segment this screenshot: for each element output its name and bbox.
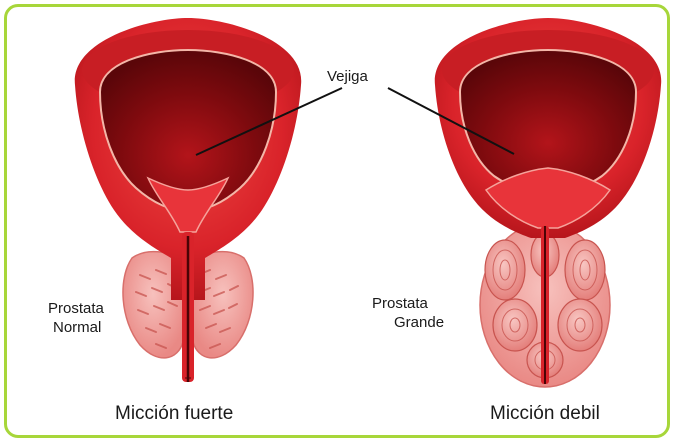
weak-flow-label: Micción debil (490, 402, 600, 426)
bladder-label: Vejiga (327, 68, 368, 87)
normal-prostate-label: Prostata Normal (48, 300, 104, 338)
large-prostate-label: Prostata Grande (372, 295, 444, 333)
enlarged-anatomy (435, 18, 661, 387)
normal-prostate-label-line2: Normal (48, 319, 104, 338)
large-prostate-label-line2: Grande (372, 314, 444, 333)
strong-flow-label: Micción fuerte (115, 402, 233, 426)
normal-anatomy (75, 18, 301, 382)
normal-prostate-label-line1: Prostata (48, 300, 104, 319)
large-prostate-label-line1: Prostata (372, 295, 444, 314)
